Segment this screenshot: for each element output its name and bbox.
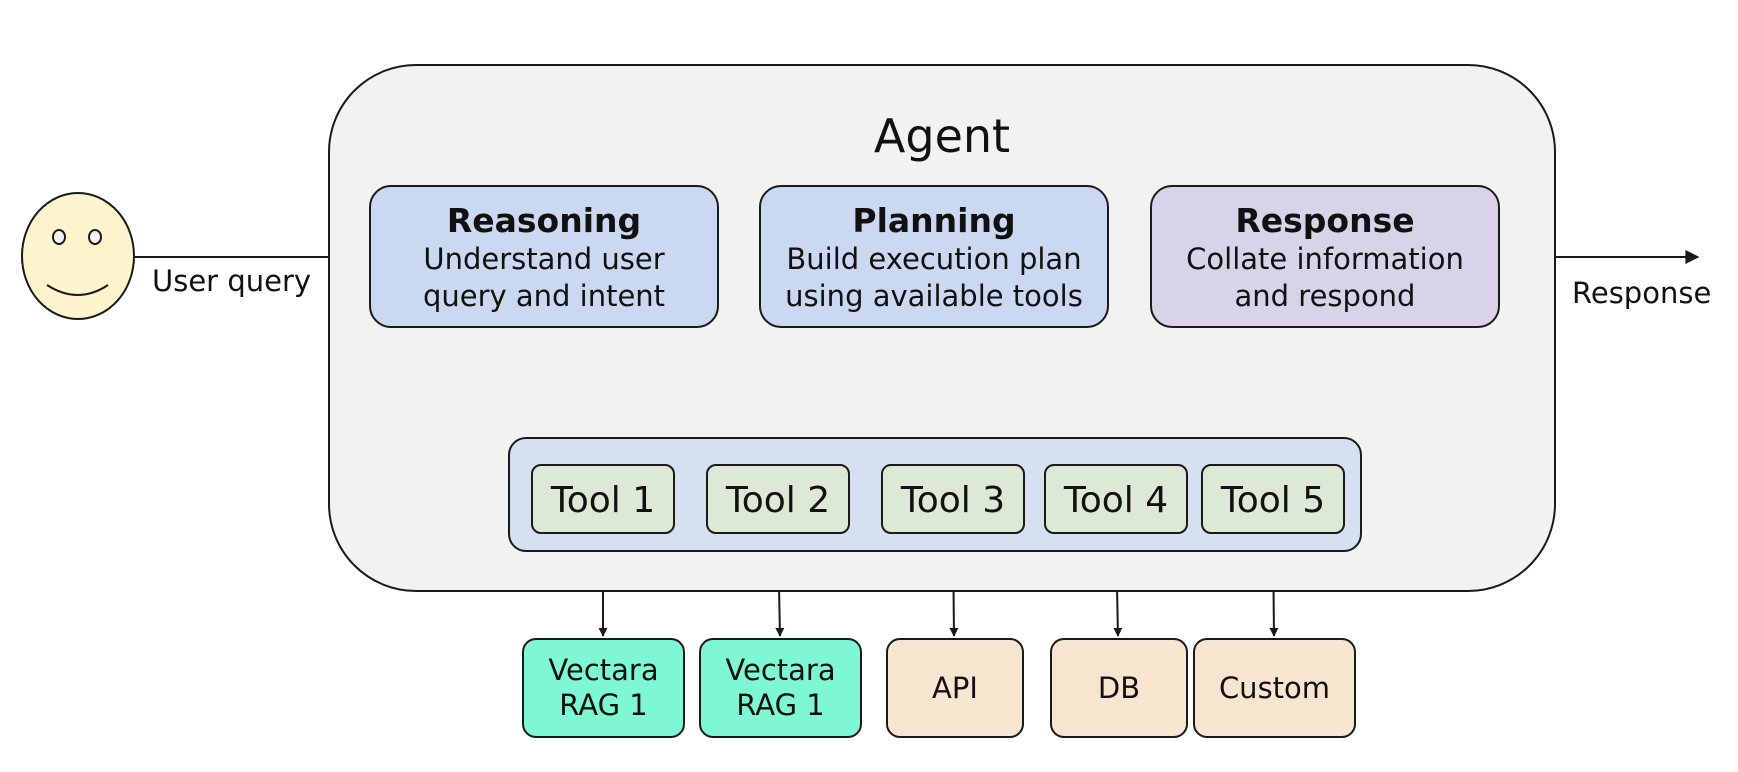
stage-planning-description: Build execution plan using available too… — [785, 242, 1083, 313]
user-face-icon — [21, 192, 135, 320]
stage-reasoning-title: Reasoning — [446, 201, 642, 240]
tool-5: Tool 5 — [1201, 464, 1345, 534]
stage-response: Response Collate information and respond — [1150, 185, 1500, 328]
stage-planning: Planning Build execution plan using avai… — [759, 185, 1109, 328]
stage-reasoning: Reasoning Understand user query and inte… — [369, 185, 719, 328]
resource-vectara-rag-1: Vectara RAG 1 — [522, 638, 685, 738]
resource-custom: Custom — [1193, 638, 1356, 738]
resource-vectara-rag-2: Vectara RAG 1 — [699, 638, 862, 738]
resource-api: API — [886, 638, 1024, 738]
agent-title: Agent — [873, 109, 1011, 163]
stage-planning-title: Planning — [852, 201, 1016, 240]
stage-reasoning-description: Understand user query and intent — [422, 242, 666, 313]
tool-2: Tool 2 — [706, 464, 850, 534]
stage-response-description: Collate information and respond — [1186, 242, 1464, 313]
response-output-label: Response — [1572, 276, 1712, 310]
user-query-label: User query — [152, 264, 312, 298]
tool-3: Tool 3 — [881, 464, 1025, 534]
resource-db: DB — [1050, 638, 1188, 738]
stage-response-title: Response — [1235, 201, 1415, 240]
tool-4: Tool 4 — [1044, 464, 1188, 534]
tool-1: Tool 1 — [531, 464, 675, 534]
